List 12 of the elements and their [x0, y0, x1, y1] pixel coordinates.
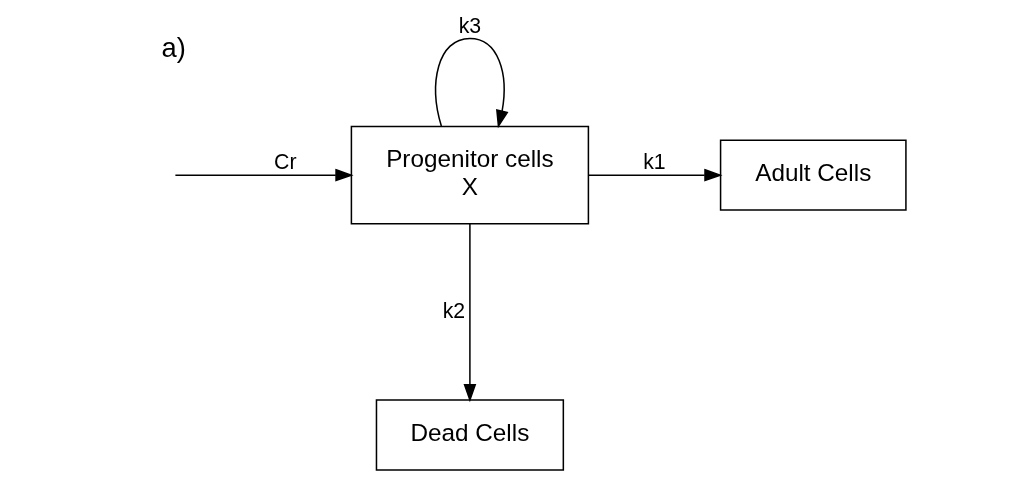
edge-label: k1	[643, 150, 666, 175]
arrow	[174, 168, 354, 182]
node-box: Dead Cells	[375, 399, 565, 471]
label: a)	[161, 32, 186, 64]
edge-label: Cr	[274, 150, 297, 175]
arrow	[435, 37, 509, 129]
node-box: Adult Cells	[719, 139, 907, 211]
edge-label: k2	[442, 298, 466, 323]
arrow	[587, 168, 723, 182]
arrow	[463, 223, 477, 403]
node-box: Progenitor cells X	[350, 125, 590, 225]
edge-label: k3	[458, 13, 482, 38]
